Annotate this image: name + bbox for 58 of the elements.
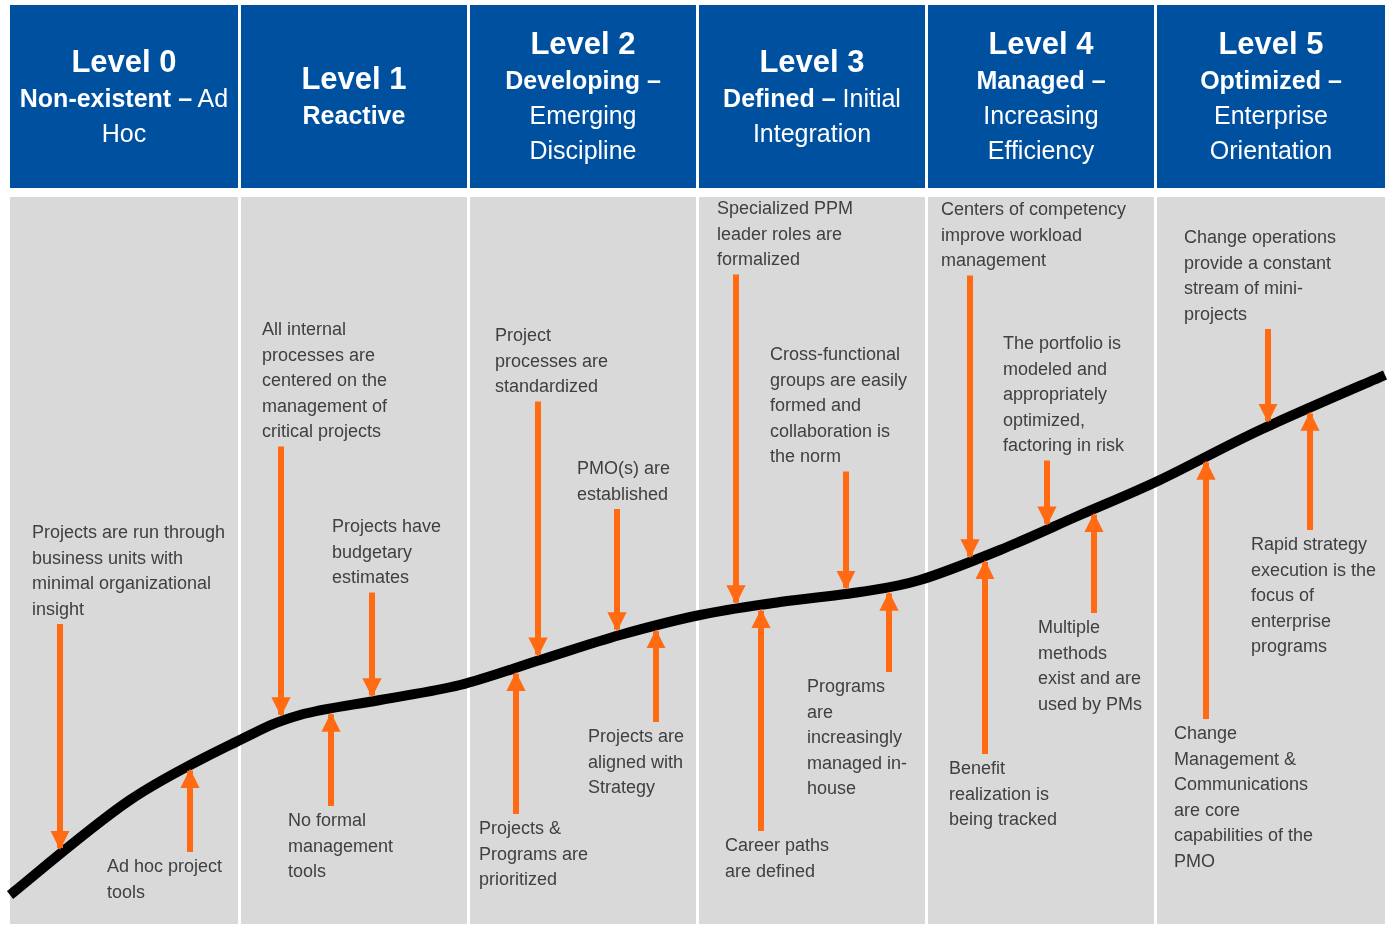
arrow [960, 275, 980, 559]
level-header [928, 5, 1154, 188]
characteristic-text: Benefit realization is being tracked [949, 756, 1064, 833]
arrow [271, 446, 291, 717]
characteristic-text: Rapid strategy execution is the focus of enterprise programs [1251, 532, 1381, 660]
arrow [180, 768, 200, 852]
level-header [470, 5, 696, 188]
characteristic-text: Projects are run through business units with minimal organizational insight [32, 520, 227, 622]
level-name: Reactive [301, 100, 407, 131]
arrow [1084, 512, 1104, 613]
level-number: Level 3 [759, 42, 865, 81]
arrow [975, 560, 995, 754]
characteristic-text: Projects have budgetary estimates [332, 514, 457, 591]
characteristic-text: Career paths are defined [725, 833, 845, 884]
arrow [362, 592, 382, 698]
level-header [10, 5, 238, 188]
characteristic-text: PMO(s) are established [577, 456, 687, 507]
arrow [1196, 460, 1216, 719]
characteristic-text: Change Management & Communications are core capabilities of the PMO [1174, 721, 1334, 874]
characteristic-text: Specialized PPM leader roles are formalized [717, 196, 867, 273]
arrow [1037, 460, 1057, 526]
level-number: Level 5 [1218, 25, 1324, 63]
arrow [607, 509, 627, 632]
level-number: Level 0 [71, 42, 177, 81]
level-header [1157, 5, 1385, 188]
arrow [1258, 329, 1278, 423]
characteristic-text: Projects are aligned with Strategy [588, 724, 693, 801]
arrow [321, 712, 341, 806]
characteristic-text: Project processes are standardized [495, 323, 620, 400]
level-name: Developing – Emerging Discipline [504, 65, 662, 166]
level-name: Defined – Initial Integration [722, 82, 902, 149]
characteristic-text: Projects & Programs are prioritized [479, 816, 599, 893]
characteristic-text: Multiple methods exist and are used by PMs [1038, 615, 1143, 717]
characteristic-text: Change operations provide a constant stream of mini-projects [1184, 225, 1354, 327]
characteristic-text: Cross-functional groups are easily formed and collaboration is the norm [770, 342, 920, 470]
characteristic-text: The portfolio is modeled and appropriately optimized, factoring in risk [1003, 331, 1148, 459]
level-name: Non-existent – Ad Hoc [18, 82, 230, 149]
level-number: Level 1 [301, 60, 407, 98]
arrow [836, 471, 856, 590]
level-name: Optimized – Enterprise Orientation [1199, 65, 1343, 166]
level-header [241, 5, 467, 188]
characteristic-text: Programs are increasingly managed in-house [807, 674, 912, 802]
arrow [1300, 411, 1320, 530]
level-header [699, 5, 925, 188]
arrow [879, 591, 899, 672]
arrow [506, 671, 526, 814]
level-number: Level 2 [530, 25, 636, 63]
arrow [646, 629, 666, 722]
characteristic-text: All internal processes are centered on the management of critical projects [262, 317, 412, 445]
characteristic-text: No formal management tools [288, 808, 413, 885]
arrow [50, 624, 70, 850]
level-number: Level 4 [988, 25, 1094, 63]
arrow [528, 401, 548, 657]
characteristic-text: Ad hoc project tools [107, 854, 227, 905]
arrow [726, 274, 746, 605]
arrow [751, 608, 771, 831]
level-name: Managed – Increasing Efficiency [975, 65, 1107, 166]
characteristic-text: Centers of competency improve workload management [941, 197, 1146, 274]
